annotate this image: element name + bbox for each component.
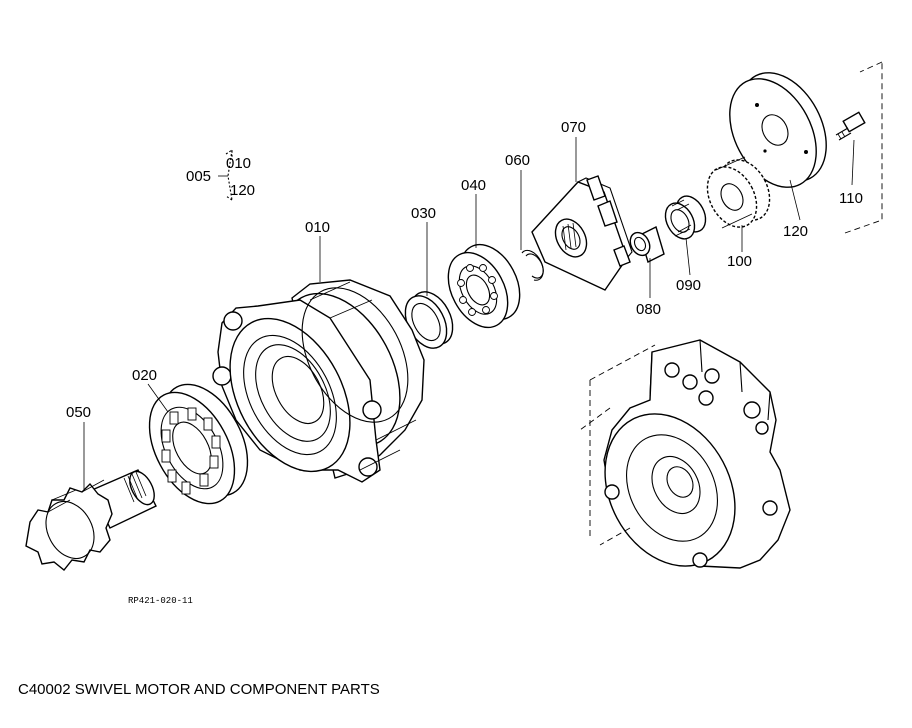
drawing-reference: RP421-020-11 [128,596,193,606]
part-110-bolt [835,111,866,141]
part-040-ball-bearing [447,243,521,329]
label-080: 080 [636,301,661,318]
part-070-carrier [531,175,633,291]
part-030-oil-seal [404,291,454,349]
label-040: 040 [461,177,486,194]
part-060-snap-ring [521,249,544,281]
label-020: 020 [132,367,157,384]
label-120: 120 [783,223,808,240]
label-070: 070 [561,119,586,136]
label-050: 050 [66,404,91,421]
part-100-gear [706,156,771,229]
part-050-pinion-shaft [25,469,157,571]
label-group-120: 120 [230,182,255,199]
label-090: 090 [676,277,701,294]
part-020-roller-bearing [148,383,249,505]
part-120-plate [729,72,827,188]
leader-lines [83,137,855,490]
label-group-010: 010 [226,155,251,172]
swivel-motor-assembly [579,339,791,569]
label-060: 060 [505,152,530,169]
part-090-needle-bearing [664,195,707,240]
diagram-caption: C40002 SWIVEL MOTOR AND COMPONENT PARTS [18,681,380,698]
part-080-bushing [629,226,665,263]
part-010-housing [212,279,425,483]
label-100: 100 [727,253,752,270]
set-group-bracket: 005 010 120 [186,148,255,201]
label-030: 030 [411,205,436,222]
label-005: 005 [186,168,211,185]
label-010: 010 [305,219,330,236]
label-110: 110 [839,190,863,207]
